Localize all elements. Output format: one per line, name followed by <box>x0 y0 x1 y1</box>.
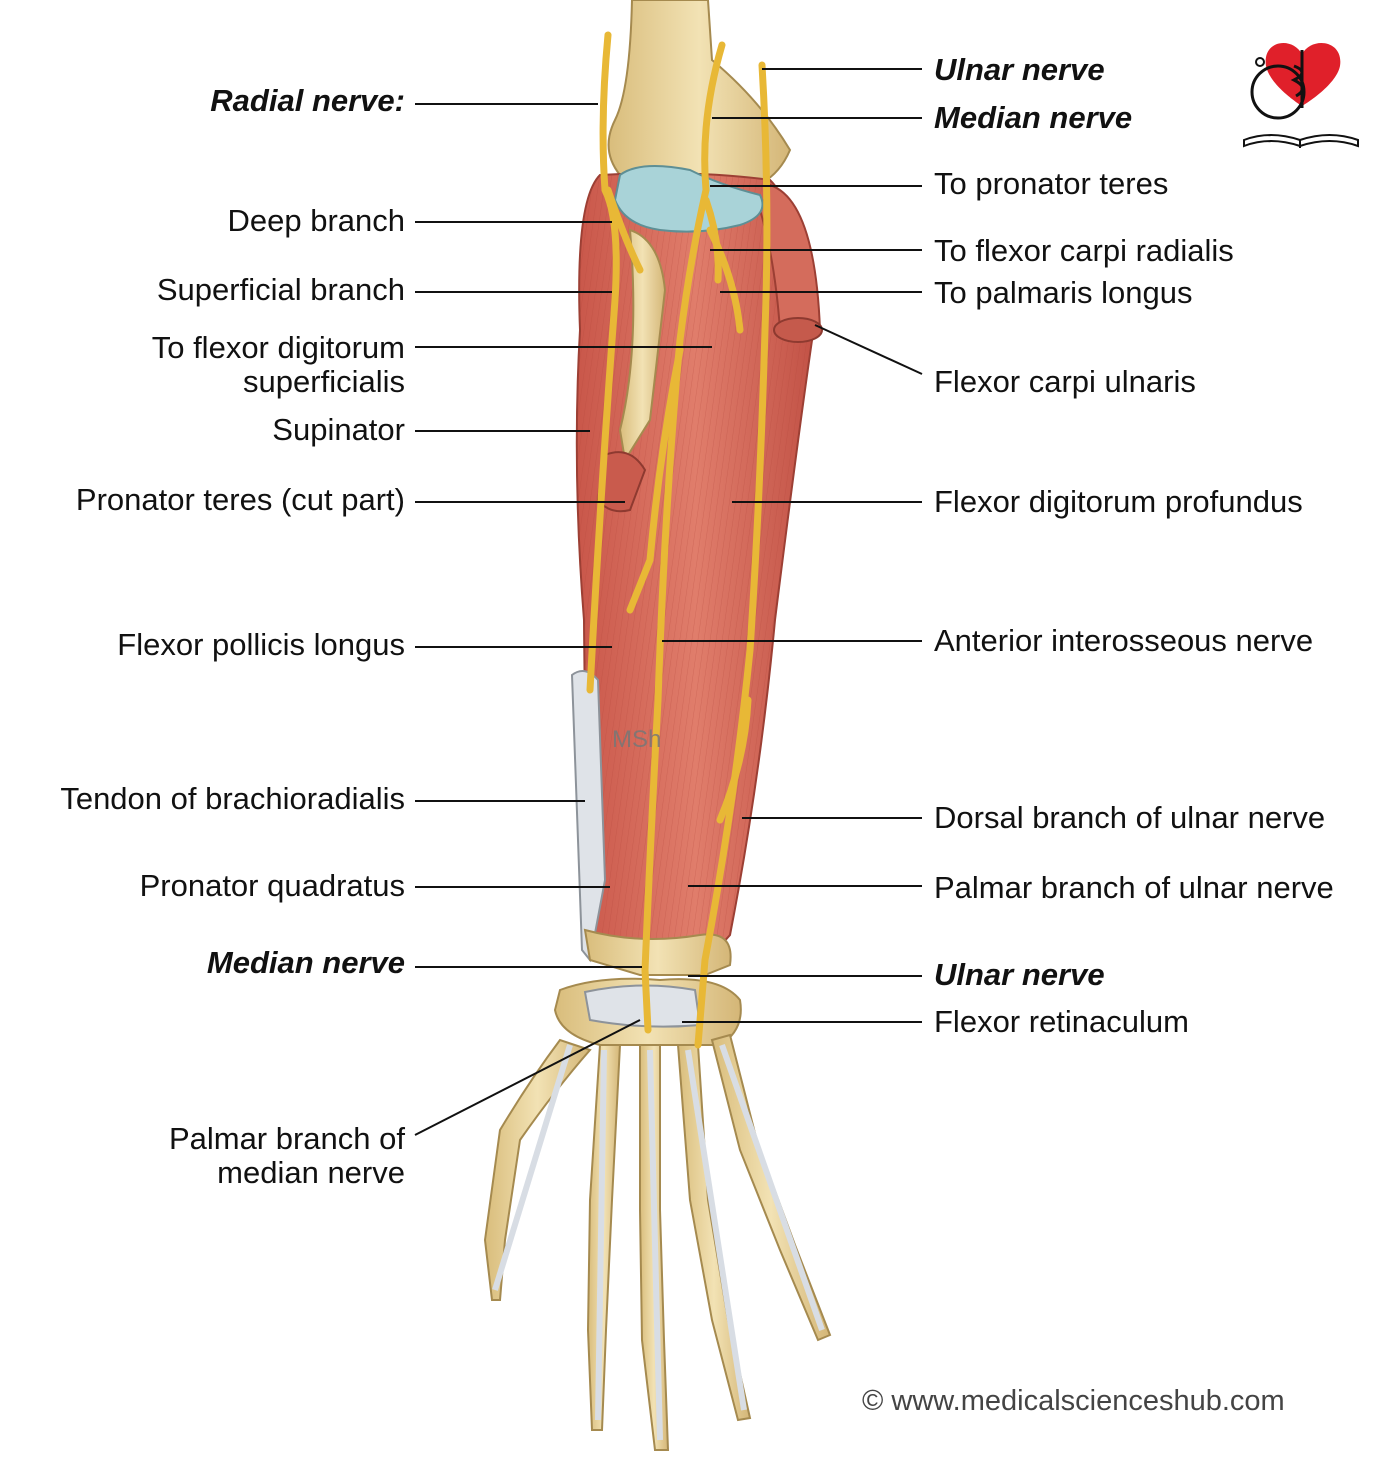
distal-forearm-bones <box>583 928 732 976</box>
flexor-tendons <box>492 1044 825 1441</box>
label-palmar-ulnar: Palmar branch of ulnar nerve <box>934 870 1334 905</box>
label-flexor-retinaculum: Flexor retinaculum <box>934 1004 1189 1039</box>
median-branch-pl <box>706 226 744 334</box>
label-flexor-pollicis-longus: Flexor pollicis longus <box>117 627 405 662</box>
label-ulnar-nerve-bottom: Ulnar nerve <box>934 957 1105 992</box>
label-pronator-teres-cut: Pronator teres (cut part) <box>75 482 405 517</box>
dorsal-ulnar-branch <box>716 696 752 824</box>
watermark: MSh <box>612 726 662 753</box>
label-pronator-quadratus: Pronator quadratus <box>139 868 405 903</box>
label-tendon-brachioradialis: Tendon of brachioradialis <box>60 781 405 816</box>
label-palmar-median-line2: median nerve <box>217 1155 405 1190</box>
radial-nerve <box>586 31 620 694</box>
label-fds-line1: To flexor digitorum <box>151 330 405 365</box>
elbow-cartilage <box>613 165 764 233</box>
label-to-pronator-teres: To pronator teres <box>934 166 1169 201</box>
label-dorsal-ulnar: Dorsal branch of ulnar nerve <box>934 800 1326 835</box>
radial-deep-branch <box>604 186 644 274</box>
label-supinator: Supinator <box>272 412 405 447</box>
label-to-fcr: To flexor carpi radialis <box>934 233 1234 268</box>
label-deep-branch: Deep branch <box>227 203 405 238</box>
label-superficial-branch: Superficial branch <box>156 272 405 307</box>
median-nerve <box>641 41 726 1034</box>
copyright-text: © www.medicalscienceshub.com <box>862 1385 1285 1417</box>
label-median-nerve-top: Median nerve <box>934 100 1133 135</box>
label-to-palmaris-longus: To palmaris longus <box>934 275 1193 310</box>
radius-bone <box>618 228 667 463</box>
ulnar-nerve <box>694 61 771 1049</box>
label-palmar-median-line1: Palmar branch of <box>168 1121 405 1156</box>
label-median-nerve-bottom: Median nerve <box>206 945 405 980</box>
label-fds-line2: superficialis <box>243 364 405 399</box>
medical-logo-icon <box>1243 42 1359 148</box>
leader-lines <box>414 68 923 1136</box>
label-fcu: Flexor carpi ulnaris <box>934 364 1196 399</box>
label-ain: Anterior interosseous nerve <box>934 623 1314 658</box>
flexor-retinaculum <box>583 984 702 1028</box>
nerves <box>586 31 771 1049</box>
label-radial-nerve: Radial nerve: <box>210 83 405 118</box>
label-ulnar-nerve-top: Ulnar nerve <box>934 52 1105 87</box>
label-fdp: Flexor digitorum profundus <box>934 484 1303 519</box>
anterior-interosseous-nerve <box>626 346 684 614</box>
